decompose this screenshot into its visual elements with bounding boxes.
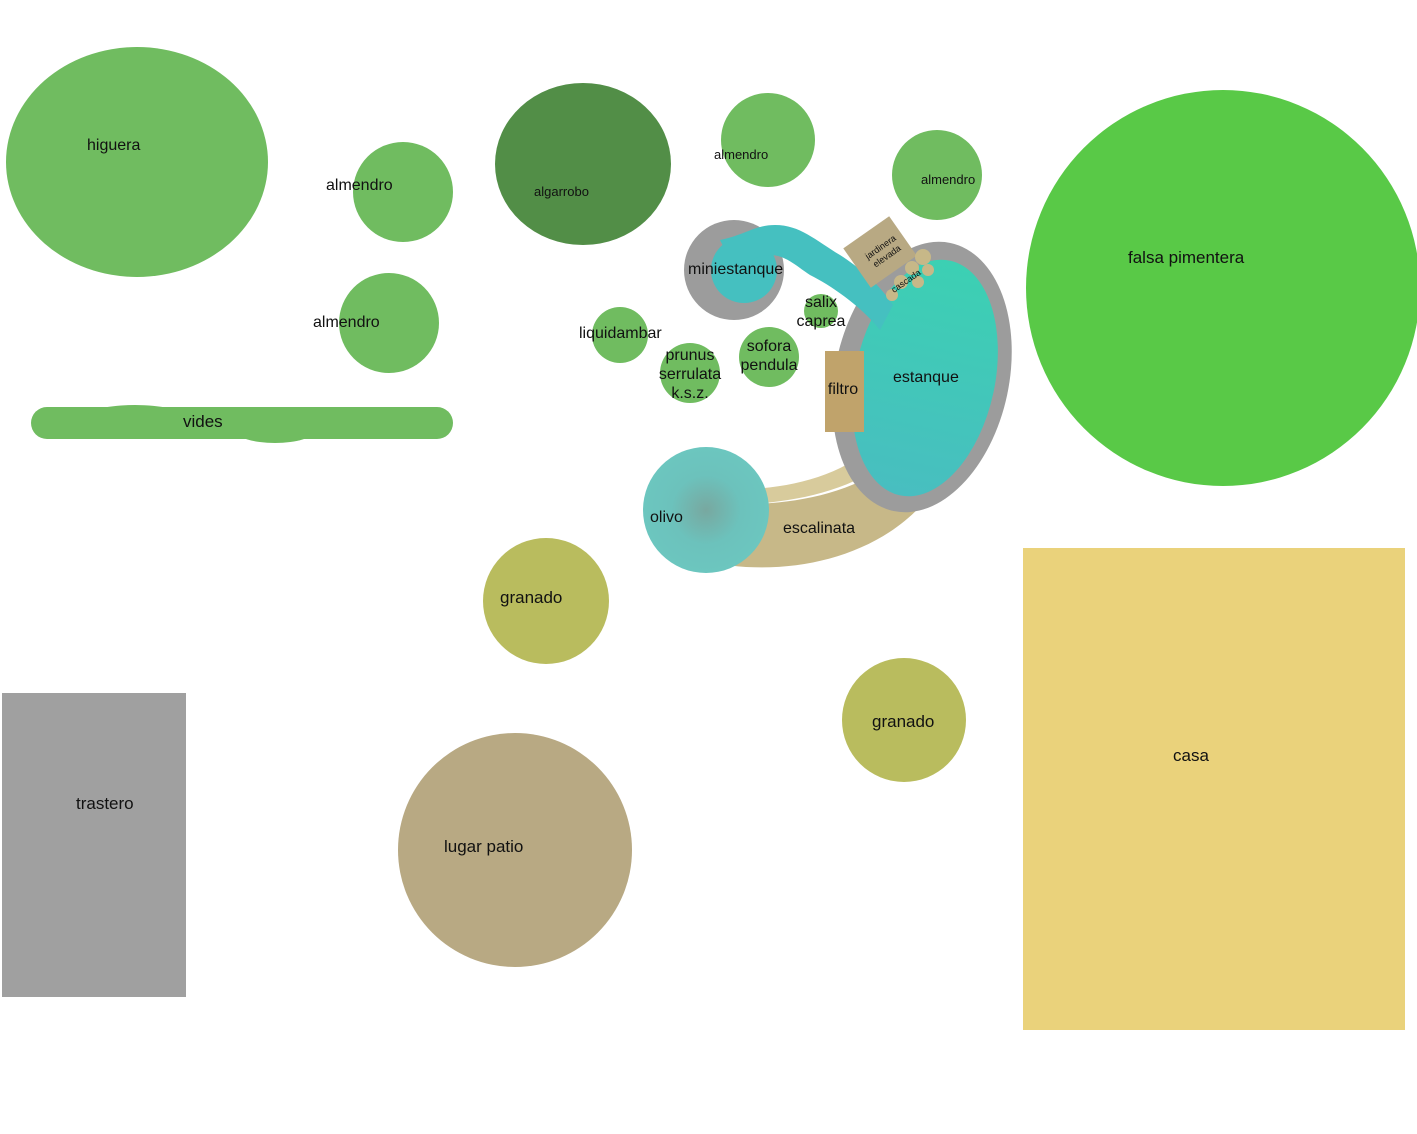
salix-caprea-tree <box>804 294 838 328</box>
label-olivo: olivo <box>650 509 683 526</box>
label-sofora: sofora <box>747 338 792 355</box>
estanque-water <box>852 259 998 497</box>
label-almendro-1: almendro <box>326 177 393 194</box>
label-escalinata: escalinata <box>783 520 855 537</box>
label-caprea: caprea <box>797 313 846 330</box>
falsa-pimentera-tree <box>1026 90 1417 486</box>
label-almendro-3: almendro <box>714 147 768 162</box>
label-granado-1: granado <box>500 588 562 607</box>
vides-row <box>31 405 453 443</box>
olivo-tree <box>643 447 769 573</box>
label-almendro-2: almendro <box>313 314 380 331</box>
label-serrulata: serrulata <box>659 366 721 383</box>
prunus-serrulata-tree <box>660 343 720 403</box>
lugar-patio <box>398 733 632 967</box>
label-lugar-patio: lugar patio <box>444 837 523 856</box>
label-trastero: trastero <box>76 794 134 813</box>
label-falsa-pimentera: falsa pimentera <box>1128 248 1245 267</box>
almendro-tree-4 <box>892 130 982 220</box>
stream <box>720 225 893 330</box>
label-casa: casa <box>1173 746 1209 765</box>
almendro-tree-3 <box>721 93 815 187</box>
trastero-building <box>2 693 186 997</box>
casa-building <box>1023 548 1405 1030</box>
label-almendro-4: almendro <box>921 172 975 187</box>
granado-tree-2 <box>842 658 966 782</box>
liquidambar-tree <box>592 307 648 363</box>
label-ksz: k.s.z. <box>671 385 708 402</box>
granado-tree-1 <box>483 538 609 664</box>
label-pendula: pendula <box>741 357 798 374</box>
label-granado-2: granado <box>872 712 934 731</box>
higuera-tree <box>6 47 268 277</box>
label-estanque: estanque <box>893 369 959 386</box>
jardinera-elevada <box>843 216 917 288</box>
filtro-box <box>825 351 864 432</box>
label-liquidambar: liquidambar <box>579 325 662 342</box>
algarrobo-tree <box>495 83 671 245</box>
label-higuera: higuera <box>87 137 140 154</box>
almendro-tree-1 <box>353 142 453 242</box>
label-prunus: prunus <box>666 347 715 364</box>
label-vides: vides <box>183 412 223 431</box>
label-salix: salix <box>805 294 837 311</box>
cascada <box>886 249 934 301</box>
almendro-tree-2 <box>339 273 439 373</box>
label-miniestanque: miniestanque <box>688 261 783 278</box>
sofora-pendula-tree <box>739 327 799 387</box>
label-filtro: filtro <box>828 381 858 398</box>
label-algarrobo: algarrobo <box>534 184 589 199</box>
